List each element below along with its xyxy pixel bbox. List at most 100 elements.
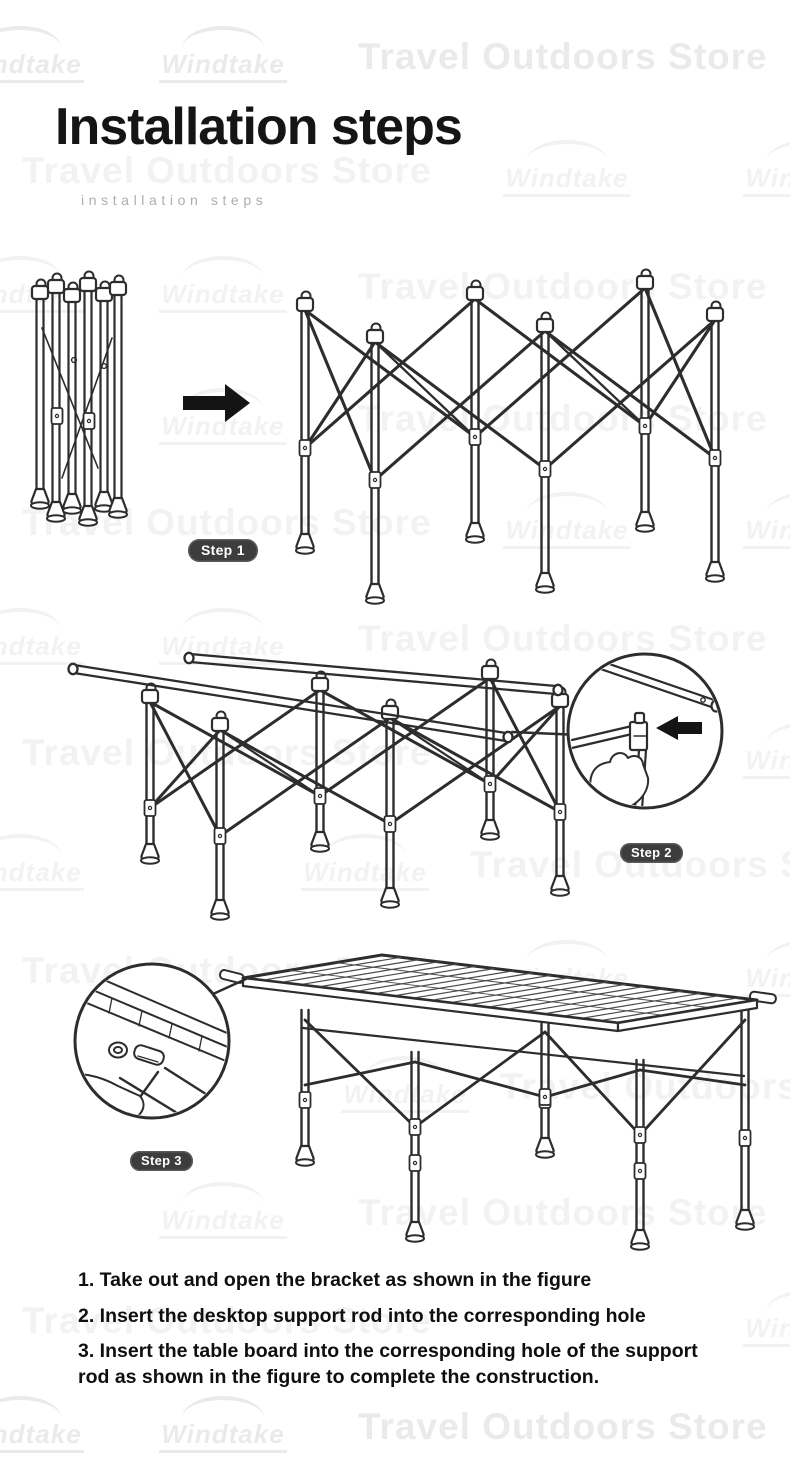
instruction-item-2: 2. Insert the desktop support rod into t… [78,1304,646,1327]
logo-arc-icon [182,26,264,48]
brand-logo-text: Windtake [159,279,287,313]
brand-logo-text: Windtake [341,1079,469,1113]
instruction-item-3: 3. Insert the table board into the corre… [78,1340,698,1389]
brand-logo-watermark: Windtake [148,388,298,445]
logo-arc-icon [766,492,790,514]
brand-logo-watermark: Windtake [148,256,298,313]
logo-arc-icon [364,1056,446,1078]
brand-logo-watermark: Windtake [148,1396,298,1453]
step3-illustration [73,953,777,1251]
brand-logo-text: Windtake [0,1419,84,1453]
step1-badge-label: Step 1 [201,542,245,558]
logo-arc-icon [182,608,264,630]
logo-arc-icon [324,834,406,856]
board-edge-detail [81,975,227,1116]
brand-logo-text: Windtake [503,163,631,197]
logo-arc-icon [526,940,608,962]
brand-logo-watermark: Windtake [732,940,790,997]
instruction-list: 1. Take out and open the bracket as show… [78,1268,720,1401]
store-watermark-text: Travel Outdoors Store [22,732,432,773]
watermark-row: Windtake Travel Outdoors Store [0,1182,790,1248]
brand-logo-text: Windtake [159,1205,287,1239]
logo-arc-icon [766,1290,790,1312]
store-watermark-text: Travel Outdoors Store [358,266,768,307]
brand-logo-watermark: Windtake [148,26,298,83]
store-watermark-text: Travel Outdoors Store [358,398,768,439]
page-title: Installation steps [55,98,463,156]
step3-badge-label: Step 3 [141,1153,182,1168]
brand-logo-watermark: Windtake [0,1396,95,1453]
brand-logo-watermark: Windtake [732,1290,790,1347]
brand-logo-watermark: Windtake [732,492,790,549]
brand-logo-text: Windtake [503,515,631,549]
brand-logo-watermark: Windtake [732,722,790,779]
table-slats [261,956,739,1022]
brand-logo-watermark: Windtake [492,140,642,197]
brand-logo-text: Windtake [743,515,790,549]
store-watermark-text: Travel Outdoors Store [358,618,768,659]
logo-arc-icon [766,940,790,962]
watermark-row: Windtake Travel Outdoors Store [0,388,790,454]
logo-arc-icon [766,140,790,162]
brand-logo-text: Windtake [0,631,84,665]
folded-bracket [29,270,129,527]
store-watermark-text: Travel Outdoors Store [358,1192,768,1233]
logo-arc-icon [0,834,61,856]
brand-logo-watermark: Windtake [148,608,298,665]
step3-badge: Step 3 [130,1151,193,1171]
brand-logo-watermark: Windtake [330,1056,480,1113]
logo-arc-icon [526,492,608,514]
brand-logo-watermark: Windtake [0,256,95,313]
step2-illustration [67,651,724,921]
brand-logo-watermark: Windtake [0,834,95,891]
watermark-row: Travel Outdoors Store Windtake [0,722,790,788]
logo-arc-icon [0,608,61,630]
logo-arc-icon [526,140,608,162]
brand-logo-watermark: Windtake [0,608,95,665]
brand-logo-watermark: Windtake [492,940,642,997]
open-bracket-frame [294,268,726,605]
page-subtitle: installation steps [81,192,268,208]
logo-arc-icon [182,256,264,278]
brand-logo-text: Windtake [743,163,790,197]
watermark-row: Windtake Windtake Travel Outdoors Store [0,26,790,92]
table-legs [300,1008,750,1234]
assembled-table [218,953,777,1251]
brand-logo-text: Windtake [159,1419,287,1453]
store-watermark-text: Travel Outdoors Store [358,36,768,77]
store-watermark-text: Travel Outdoors Store [22,950,432,991]
brand-logo-text: Windtake [503,963,631,997]
logo-arc-icon [0,1396,61,1418]
brand-logo-watermark: Windtake [492,492,642,549]
table-board [218,953,777,1033]
scissor-braces [301,1018,747,1137]
logo-arc-icon [766,722,790,744]
brand-logo-text: Windtake [0,279,84,313]
scissor-braces [148,676,562,838]
frame-with-rods [67,651,571,921]
hand-outline [589,752,650,806]
arrow-right-icon [183,384,250,422]
brand-logo-watermark: Windtake [148,1182,298,1239]
store-watermark-text: Travel Outdoors Store [22,150,432,191]
magnifier-detail-circle [566,652,724,810]
watermark-row: Travel Outdoors Store Windtake Windtake [0,940,790,1006]
brand-logo-text: Windtake [0,49,84,83]
store-watermark-text: Travel Outdoors Store [22,502,432,543]
logo-arc-icon [0,256,61,278]
brand-logo-watermark: Windtake [0,26,95,83]
logo-arc-icon [0,26,61,48]
hand-outline [77,1073,145,1116]
board-front-rim [241,976,620,1033]
callout-line [211,977,248,996]
brand-logo-text: Windtake [743,963,790,997]
step2-badge-label: Step 2 [631,845,672,860]
watermark-row: Windtake Travel Outdoors Store [0,1056,790,1122]
support-rods [67,651,564,744]
logo-arc-icon [182,1182,264,1204]
instruction-item-1: 1. Take out and open the bracket as show… [78,1269,592,1291]
watermark-row: Travel Outdoors Store Windtake Windtake [0,492,790,558]
brand-logo-text: Windtake [159,49,287,83]
scissor-braces [303,286,717,482]
logo-arc-icon [182,388,264,410]
